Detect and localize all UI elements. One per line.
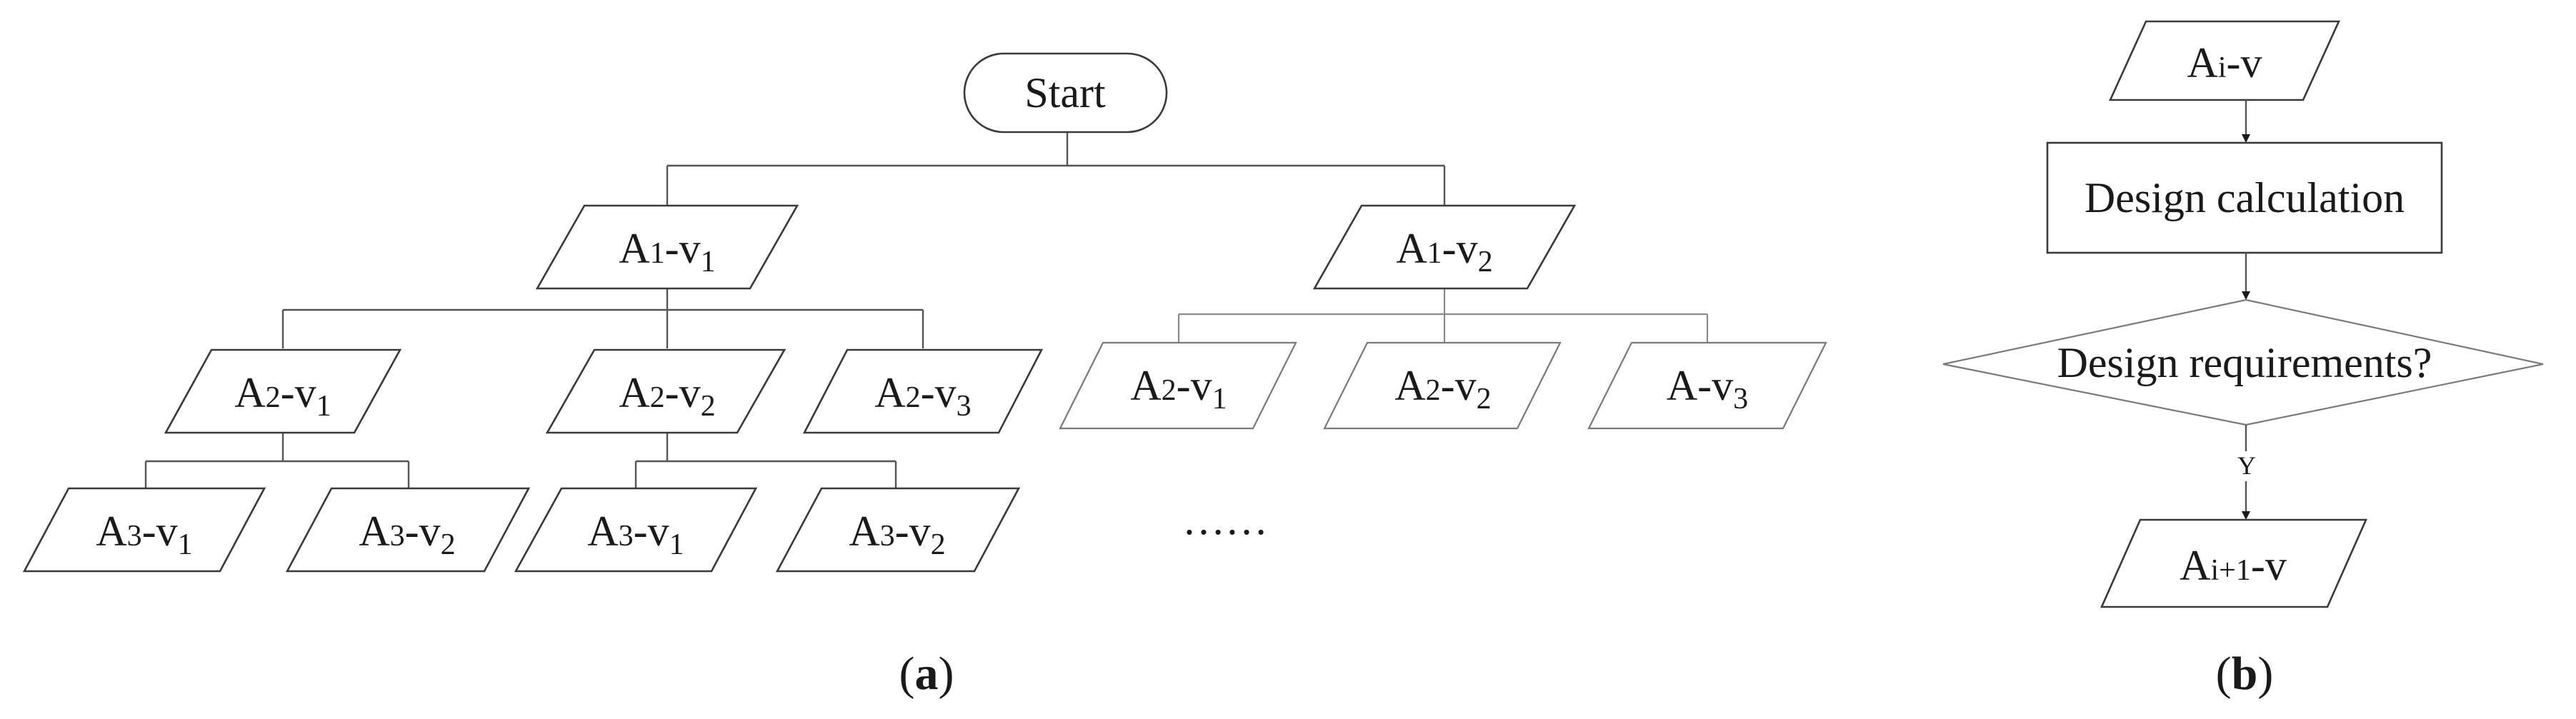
- node-label: A3-v1: [587, 508, 684, 561]
- input-node: Ai-v: [2108, 20, 2341, 101]
- yes-label-bg: [2235, 451, 2259, 481]
- panel-a-caption: (a): [899, 648, 954, 700]
- connector-level2a-level3: [144, 433, 410, 488]
- yes-label: Y: [2237, 451, 2256, 480]
- io-shape: [2108, 20, 2341, 101]
- io-shape: [514, 487, 758, 573]
- start-terminal: Start: [963, 52, 1168, 134]
- level1-node-1: A1-v1: [535, 204, 799, 290]
- decision-label: Design requirements?: [2057, 339, 2432, 386]
- connector-start-level1: [666, 132, 1446, 206]
- node-label: A2-v2: [619, 369, 715, 423]
- level2-node-3: A2-v3: [802, 348, 1044, 434]
- level1-node-2: A1-v2: [1312, 204, 1577, 290]
- level3-node-1: A3-v1: [22, 487, 266, 573]
- node-label: A2-v2: [1394, 362, 1491, 416]
- connector-level2b-level3: [634, 433, 897, 488]
- panel-b-caption: (b): [2216, 648, 2274, 700]
- level2-node-4: A2-v1: [1059, 341, 1297, 430]
- level2-node-1: A2-v1: [164, 348, 402, 434]
- io-shape: [802, 348, 1044, 434]
- level3-node-2: A3-v2: [285, 487, 531, 573]
- start-shape: [963, 52, 1168, 134]
- decision-node: Design requirements?: [1942, 298, 2544, 426]
- io-shape: [1059, 341, 1297, 430]
- node-label: A1-v2: [1396, 225, 1492, 278]
- output-node: Ai+1-v: [2100, 518, 2367, 608]
- node-label: A2-v1: [1130, 362, 1227, 416]
- node-label: Ai-v: [2187, 39, 2262, 86]
- io-shape: [22, 487, 266, 573]
- tree-connectors: [144, 132, 1709, 488]
- io-shape: [545, 348, 787, 434]
- io-shape: [1323, 341, 1562, 430]
- level2-node-2: A2-v2: [545, 348, 787, 434]
- node-label: A2-v1: [234, 369, 331, 423]
- level2-node-6: A-v3: [1587, 341, 1827, 430]
- level3-node-3: A3-v1: [514, 487, 758, 573]
- io-shape: [285, 487, 531, 573]
- panel-a: Start A1-v1 A1-v2 A2-v1 A2-v2: [22, 52, 1827, 700]
- connector-level1a-level2: [281, 288, 924, 348]
- node-label: A2-v3: [874, 369, 971, 423]
- io-shape: [1312, 204, 1577, 290]
- io-shape: [535, 204, 799, 290]
- process-label: Design calculation: [2085, 174, 2405, 221]
- node-label: A3-v1: [96, 508, 192, 561]
- io-shape: [775, 487, 1021, 573]
- level2-node-5: A2-v2: [1323, 341, 1562, 430]
- io-shape: [2100, 518, 2367, 608]
- level3-node-4: A3-v2: [775, 487, 1021, 573]
- io-shape: [164, 348, 402, 434]
- io-shape: [1587, 341, 1827, 430]
- node-label: Ai+1-v: [2180, 542, 2287, 589]
- connector-level1b-level2: [1177, 288, 1709, 343]
- node-label: A3-v2: [359, 508, 455, 561]
- panel-b: Ai-v Design calculation Design requireme…: [1942, 20, 2544, 700]
- start-label: Start: [1024, 69, 1106, 116]
- node-label: A-v3: [1667, 362, 1748, 416]
- node-label: A1-v1: [619, 225, 715, 278]
- process-node: Design calculation: [2046, 141, 2443, 254]
- ellipsis: ……: [1182, 496, 1268, 543]
- node-label: A3-v2: [849, 508, 945, 561]
- process-shape: [2046, 141, 2443, 254]
